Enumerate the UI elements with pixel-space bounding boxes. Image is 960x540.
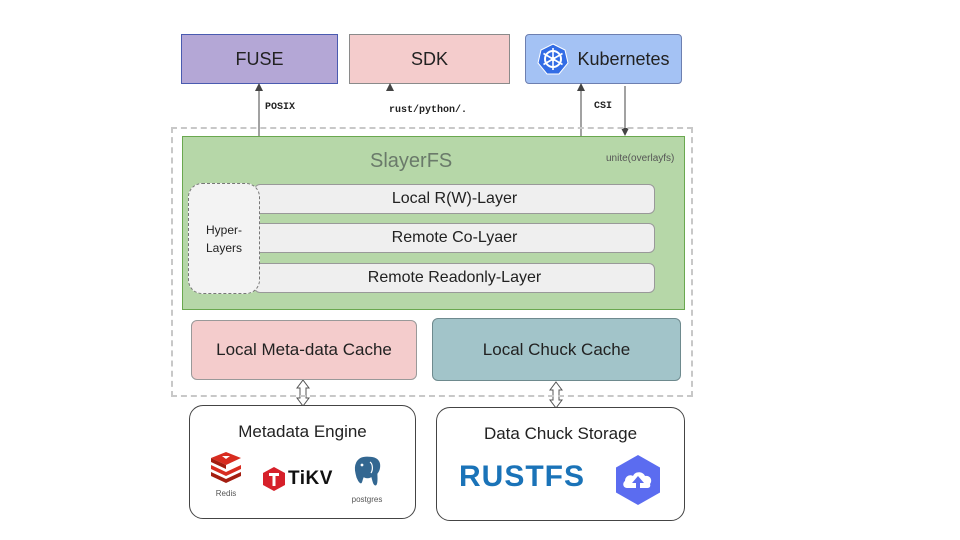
rustfs-logo: RUSTFS bbox=[459, 460, 585, 493]
slayerfs-title: SlayerFS bbox=[370, 150, 453, 172]
fuse-box: FUSE bbox=[181, 34, 338, 84]
tikv-logo: TiKV bbox=[262, 466, 333, 492]
redis-label: Redis bbox=[215, 489, 237, 498]
local-metadata-cache: Local Meta-data Cache bbox=[191, 320, 417, 380]
local-rw-layer-label: Local R(W)-Layer bbox=[391, 190, 518, 207]
postgres-elephant-icon bbox=[353, 455, 382, 487]
cloud-upload-icon bbox=[616, 455, 660, 505]
metadata-engine-box: Metadata Engine Redis TiKV postgres bbox=[189, 405, 416, 519]
posix-label: POSIX bbox=[265, 102, 296, 113]
postgres-logo: postgres bbox=[347, 454, 387, 504]
local-rw-layer: Local R(W)-Layer bbox=[254, 184, 655, 214]
data-chunk-storage-box: Data Chuck Storage RUSTFS bbox=[436, 407, 685, 521]
remote-co-layer: Remote Co-Lyaer bbox=[254, 223, 655, 253]
postgres-label: postgres bbox=[351, 495, 383, 504]
local-chunk-cache: Local Chuck Cache bbox=[432, 318, 681, 381]
sdk-box: SDK bbox=[349, 34, 510, 84]
overlay-label: unite(overlayfs) bbox=[606, 153, 675, 164]
redis-logo: Redis bbox=[208, 452, 244, 498]
data-chunk-storage-title: Data Chuck Storage bbox=[483, 424, 638, 443]
remote-readonly-layer: Remote Readonly-Layer bbox=[254, 263, 655, 293]
hyper-layers-box: Hyper- Layers bbox=[188, 183, 260, 294]
hyper-layers-line2: Layers bbox=[205, 240, 243, 255]
kubernetes-box: Kubernetes bbox=[525, 34, 682, 84]
redis-icon bbox=[211, 452, 241, 483]
cloud-upload-logo bbox=[612, 454, 664, 511]
kubernetes-label: Kubernetes bbox=[577, 48, 670, 69]
sdk-label: SDK bbox=[410, 48, 448, 69]
local-metadata-cache-label: Local Meta-data Cache bbox=[216, 340, 392, 359]
sdk-lang-label: rust/python/. bbox=[389, 105, 468, 116]
csi-label: CSI bbox=[594, 101, 613, 112]
remote-readonly-layer-label: Remote Readonly-Layer bbox=[367, 269, 542, 286]
tikv-label: TiKV bbox=[288, 468, 333, 489]
remote-co-layer-label: Remote Co-Lyaer bbox=[391, 229, 518, 246]
tikv-icon bbox=[263, 467, 285, 491]
fuse-label: FUSE bbox=[235, 48, 284, 69]
metadata-engine-title: Metadata Engine bbox=[238, 422, 367, 441]
local-chunk-cache-label: Local Chuck Cache bbox=[482, 339, 631, 359]
slayerfs-outer-boundary bbox=[171, 127, 693, 397]
hyper-layers-line1: Hyper- bbox=[205, 222, 242, 237]
kubernetes-icon bbox=[537, 43, 569, 75]
